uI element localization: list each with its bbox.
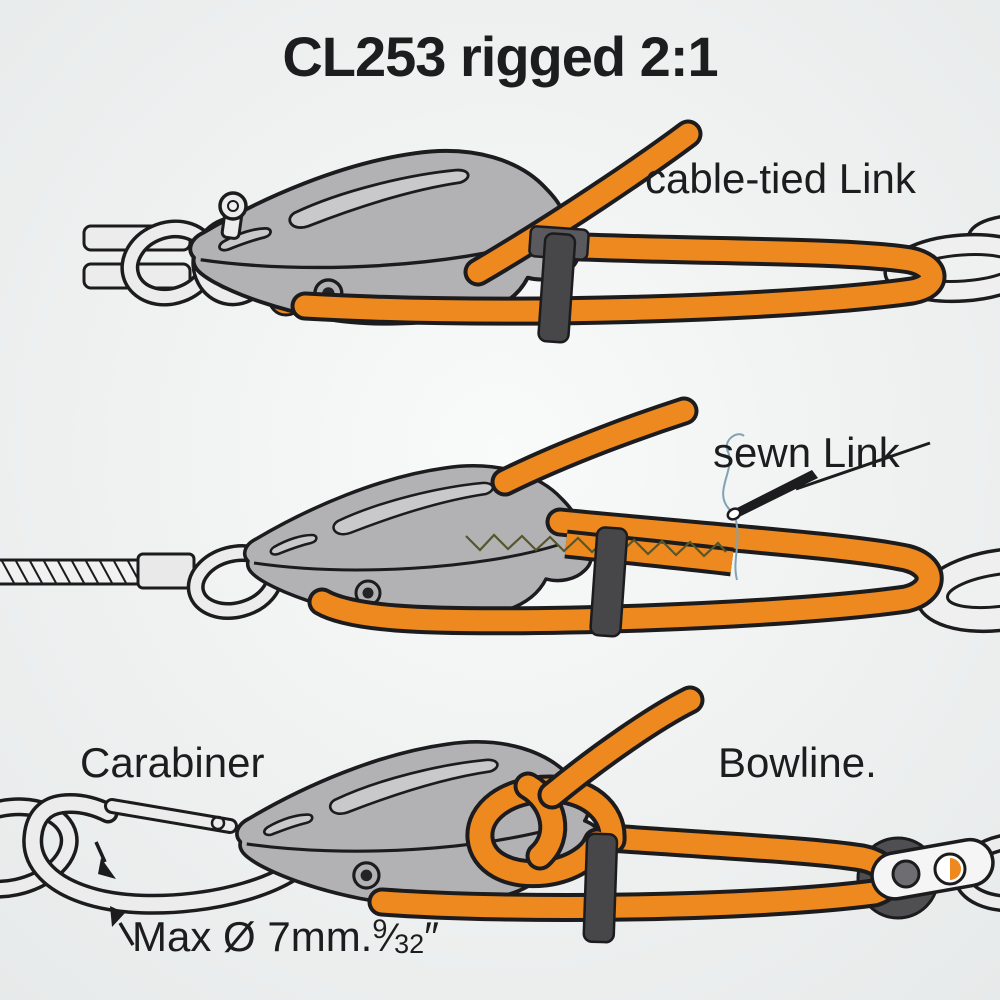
diameter-arrow-icon bbox=[94, 841, 116, 879]
pointer-line bbox=[795, 441, 931, 491]
needle-icon bbox=[726, 470, 818, 521]
max-note-prefix: Max Ø 7mm. bbox=[132, 913, 373, 960]
inches-mark: ″ bbox=[424, 913, 439, 960]
wire-cable-icon bbox=[0, 552, 196, 590]
page-title: CL253 rigged 2:1 bbox=[282, 25, 718, 88]
row-sewn-link bbox=[0, 411, 1000, 639]
fraction-slash: ⁄ bbox=[387, 916, 395, 960]
label-carabiner: Carabiner bbox=[80, 739, 265, 786]
fraction-numerator: 9 bbox=[372, 914, 388, 944]
row-carabiner-bowline bbox=[0, 700, 1000, 946]
shackle-pin-icon bbox=[218, 191, 248, 240]
note-arrow-icon bbox=[110, 906, 135, 946]
cable-tie-strap-icon bbox=[528, 225, 590, 345]
pulley-block-icon bbox=[870, 837, 995, 901]
label-bowline: Bowline. bbox=[718, 739, 877, 786]
label-cable-tied-link: cable-tied Link bbox=[645, 155, 916, 202]
max-diameter-note: Max Ø 7mm.9⁄32″ bbox=[132, 913, 439, 960]
keeper-strap-icon bbox=[582, 832, 619, 944]
thread-icon bbox=[722, 433, 745, 581]
clam-cleat-icon bbox=[242, 464, 593, 622]
fraction-denominator: 32 bbox=[394, 929, 425, 959]
chain-link-icon bbox=[0, 797, 79, 899]
keeper-strap-icon bbox=[588, 525, 629, 639]
label-sewn-link: sewn Link bbox=[713, 429, 900, 476]
row-cable-tied-link bbox=[82, 134, 1000, 345]
